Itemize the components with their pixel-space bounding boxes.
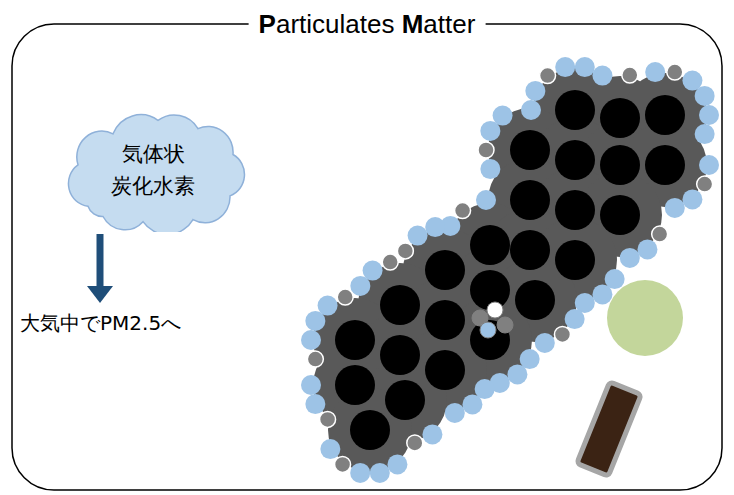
carbon-core	[470, 225, 510, 265]
carbon-core	[380, 335, 420, 375]
adsorbed-droplet	[622, 67, 638, 83]
carbon-core	[380, 285, 420, 325]
carbon-core	[515, 280, 555, 320]
adsorbed-droplet	[425, 217, 445, 237]
adsorbed-droplet	[575, 57, 595, 77]
cloud-outline	[58, 108, 248, 232]
carbon-core	[555, 190, 595, 230]
adsorbed-droplet	[695, 124, 715, 144]
carbon-core	[510, 130, 550, 170]
adsorbed-droplet	[407, 435, 423, 451]
adsorbed-droplet	[497, 317, 513, 333]
carbon-core	[510, 230, 550, 270]
adsorbed-droplet	[637, 239, 657, 259]
node-text: 気体状 炭化水素	[106, 139, 201, 202]
title: Particulates Matter	[249, 9, 486, 40]
adsorbed-droplet	[620, 248, 640, 268]
note-label: 大気中でPM2.5へ	[20, 310, 181, 337]
carbon-core	[350, 410, 390, 450]
adsorbed-droplet	[695, 86, 715, 106]
adsorbed-droplet	[554, 326, 570, 342]
adsorbed-droplet	[699, 155, 719, 175]
adsorbed-droplet	[480, 159, 500, 179]
carbon-core	[335, 365, 375, 405]
adsorbed-droplet	[305, 394, 325, 414]
adsorbed-droplet	[408, 226, 428, 246]
adsorbed-droplet	[397, 243, 413, 259]
adsorbed-droplet	[592, 66, 612, 86]
adsorbed-droplet	[507, 364, 527, 384]
carbon-core	[600, 98, 640, 138]
adsorbed-droplet	[301, 330, 321, 350]
carbon-core	[425, 300, 465, 340]
adsorbed-droplet	[555, 57, 575, 77]
adsorbed-droplet	[476, 190, 496, 210]
adsorbed-droplet	[645, 62, 665, 82]
carbon-core	[425, 250, 465, 290]
cloud-shape: 気体状 炭化水素	[58, 108, 248, 232]
adsorbed-droplet	[565, 309, 585, 329]
carbon-core	[600, 195, 640, 235]
adsorbed-droplet	[521, 100, 541, 120]
arrow-shaft	[97, 234, 104, 288]
adsorbed-droplet	[337, 289, 353, 305]
adsorbed-droplet	[445, 403, 465, 423]
adsorbed-droplet	[699, 105, 719, 125]
soot-particle	[301, 57, 719, 483]
carbon-core	[645, 145, 685, 185]
adsorbed-droplet	[318, 296, 338, 316]
adsorbed-droplet	[652, 226, 668, 242]
adsorbed-droplet	[462, 394, 482, 414]
adsorbed-droplet	[535, 333, 555, 353]
adsorbed-droplet	[525, 81, 545, 101]
carbon-core	[510, 180, 550, 220]
adsorbed-droplet	[320, 439, 340, 459]
adsorbed-droplet	[480, 322, 496, 338]
adsorbed-droplet	[320, 411, 336, 427]
adsorbed-droplet	[307, 351, 323, 367]
adsorbed-droplet	[487, 302, 503, 318]
adsorbed-droplet	[335, 456, 351, 472]
adsorbed-droplet	[387, 454, 407, 474]
adsorbed-droplet	[592, 284, 612, 304]
carbon-core	[645, 95, 685, 135]
carbon-core	[600, 145, 640, 185]
adsorbed-droplet	[665, 198, 685, 218]
adsorbed-droplet	[667, 64, 683, 80]
carbon-core	[555, 240, 595, 280]
adsorbed-droplet	[422, 424, 442, 444]
adsorbed-droplet	[682, 189, 702, 209]
adsorbed-droplet	[493, 106, 513, 126]
adsorbed-droplet	[697, 176, 713, 192]
adsorbed-droplet	[478, 142, 494, 158]
brown-particle	[577, 382, 641, 476]
green-particle	[607, 280, 683, 356]
adsorbed-droplet	[370, 463, 390, 483]
adsorbed-droplet	[363, 261, 383, 281]
arrow-head	[87, 286, 113, 303]
adsorbed-droplet	[455, 203, 471, 219]
carbon-core	[385, 380, 425, 420]
carbon-core	[425, 350, 465, 390]
adsorbed-droplet	[350, 463, 370, 483]
carbon-core	[335, 320, 375, 360]
frame	[12, 24, 722, 490]
adsorbed-droplet	[382, 254, 398, 270]
carbon-core	[555, 90, 595, 130]
carbon-core	[555, 140, 595, 180]
adsorbed-droplet	[301, 375, 321, 395]
adsorbed-droplet	[540, 68, 556, 84]
